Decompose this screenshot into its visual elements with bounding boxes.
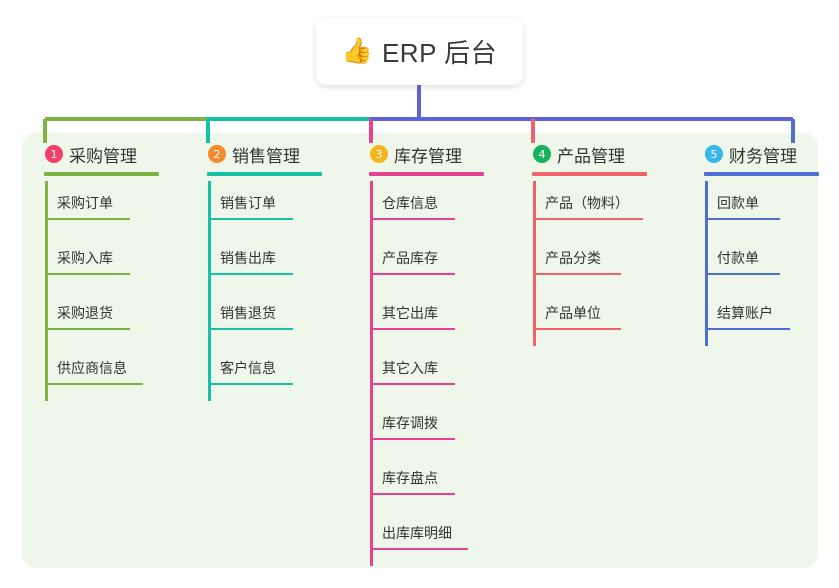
list-item-rule xyxy=(45,273,130,275)
list-item-rule xyxy=(208,383,293,385)
column-title: 财务管理 xyxy=(729,147,797,166)
column-header-rule xyxy=(207,172,322,176)
list-item-label: 产品分类 xyxy=(545,250,601,266)
list-item-label: 库存调拨 xyxy=(382,415,438,431)
list-item-label: 仓库信息 xyxy=(382,195,438,211)
list-item-rule xyxy=(370,218,455,220)
list-item-label: 其它出库 xyxy=(382,305,438,321)
list-item-label: 产品库存 xyxy=(382,250,438,266)
list-item-rule xyxy=(533,328,621,330)
list-item-rule xyxy=(208,328,293,330)
list-item-rule xyxy=(208,273,293,275)
column-title: 销售管理 xyxy=(232,147,300,166)
list-item-label: 采购订单 xyxy=(57,195,113,211)
list-item-rule xyxy=(533,218,643,220)
column-header-rule xyxy=(532,172,647,176)
root-node-card[interactable]: 👍 ERP 后台 xyxy=(316,18,523,85)
list-item-rule xyxy=(370,383,455,385)
thumbs-up-icon: 👍 xyxy=(341,37,373,65)
list-item-label: 产品（物料） xyxy=(545,195,629,211)
column-number-badge: 1 xyxy=(45,145,63,163)
column-spine xyxy=(208,181,211,401)
list-item-label: 销售订单 xyxy=(220,195,276,211)
list-item-rule xyxy=(533,273,621,275)
list-item-rule xyxy=(45,383,143,385)
list-item-rule xyxy=(370,273,455,275)
list-item-rule xyxy=(370,328,455,330)
list-item-rule xyxy=(705,273,780,275)
list-item-label: 供应商信息 xyxy=(57,360,127,376)
list-item-label: 结算账户 xyxy=(717,305,773,321)
column-header-rule xyxy=(44,172,159,176)
list-item-label: 客户信息 xyxy=(220,360,276,376)
list-item-label: 产品单位 xyxy=(545,305,601,321)
list-item-label: 付款单 xyxy=(717,250,759,266)
list-item-label: 其它入库 xyxy=(382,360,438,376)
list-item-label: 采购入库 xyxy=(57,250,113,266)
list-item-label: 出库库明细 xyxy=(382,525,452,541)
list-item-label: 库存盘点 xyxy=(382,470,438,486)
column-number-badge: 3 xyxy=(370,145,388,163)
list-item-label: 销售出库 xyxy=(220,250,276,266)
column-title: 产品管理 xyxy=(557,147,625,166)
column-header-rule xyxy=(369,172,484,176)
list-item-rule xyxy=(208,218,293,220)
column-title: 库存管理 xyxy=(394,147,462,166)
column-number-badge: 2 xyxy=(208,145,226,163)
column-spine xyxy=(705,181,708,346)
list-item-rule xyxy=(705,328,790,330)
list-item-rule xyxy=(45,218,130,220)
column-number-badge: 5 xyxy=(705,145,723,163)
list-item-rule xyxy=(370,493,455,495)
column-spine xyxy=(533,181,536,346)
list-item-label: 回款单 xyxy=(717,195,759,211)
content-panel xyxy=(22,133,818,568)
list-item-rule xyxy=(705,218,780,220)
column-spine xyxy=(45,181,48,401)
column-header-rule xyxy=(704,172,819,176)
list-item-rule xyxy=(370,548,468,550)
column-spine xyxy=(370,181,373,566)
list-item-label: 采购退货 xyxy=(57,305,113,321)
column-title: 采购管理 xyxy=(69,147,137,166)
column-number-badge: 4 xyxy=(533,145,551,163)
list-item-label: 销售退货 xyxy=(220,305,276,321)
root-node-title: ERP 后台 xyxy=(381,38,498,68)
list-item-rule xyxy=(45,328,130,330)
list-item-rule xyxy=(370,438,455,440)
